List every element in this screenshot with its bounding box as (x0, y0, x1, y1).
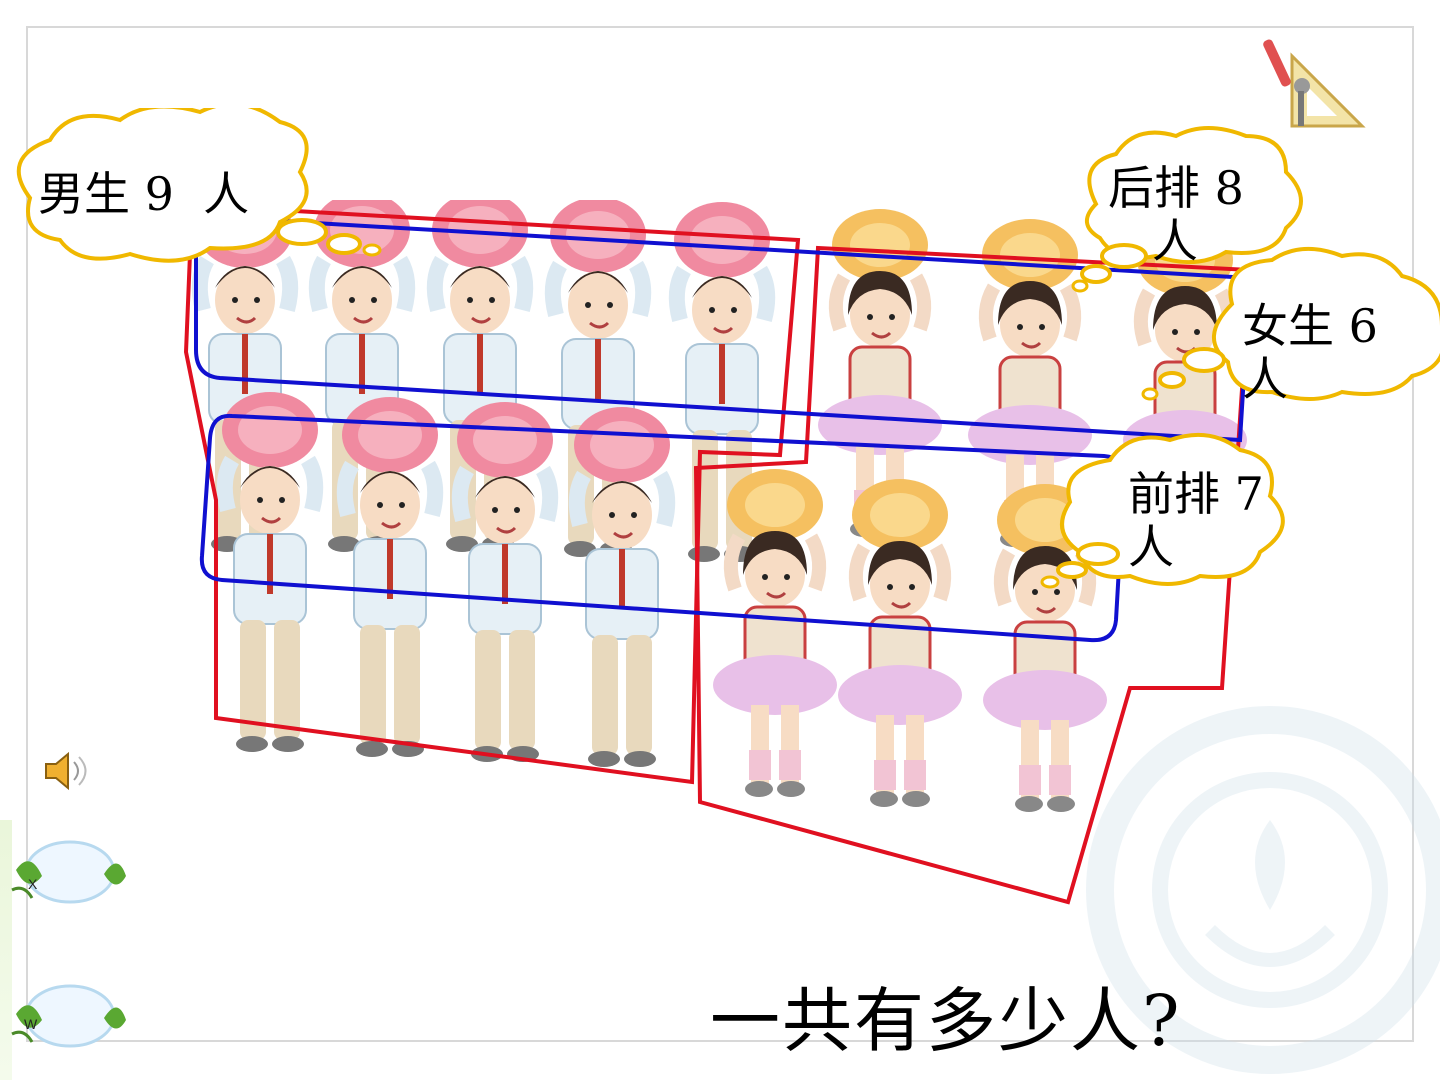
cloud-front-row-text: 前排 7 人 (1128, 467, 1294, 574)
front-row-boys (222, 392, 670, 767)
cloud-back-row: 后排 8 人 (1066, 124, 1326, 294)
cloud-girls-text: 女生 6 人 (1242, 299, 1408, 406)
leaf-button-w[interactable]: W (8, 974, 128, 1064)
leaf-button-w-label: W (24, 1016, 38, 1032)
cloud-boys-text: 男生 9 人 (38, 167, 250, 221)
back-row-outline (194, 213, 1253, 443)
slide-frame (26, 26, 1414, 1042)
speaker-icon[interactable] (42, 748, 92, 794)
tools-icon (1263, 39, 1366, 128)
left-decoration-strip (0, 820, 12, 1080)
leaf-button-x-label: X (28, 876, 38, 892)
leaf-button-icon (11, 840, 126, 904)
leaf-button-x[interactable]: X (8, 830, 128, 920)
question-text: 一共有多少人? (710, 980, 1182, 1062)
cloud-girls: 女生 6 人 (1136, 244, 1440, 406)
cloud-boys: 男生 9 人 (0, 108, 390, 278)
cloud-front-row: 前排 7 人 (1020, 420, 1300, 600)
boys-outline (183, 202, 801, 785)
watermark-logo (1086, 706, 1440, 1074)
cloud-back-row-text: 后排 8 人 (1108, 161, 1244, 268)
leaf-button-icon (11, 984, 126, 1048)
